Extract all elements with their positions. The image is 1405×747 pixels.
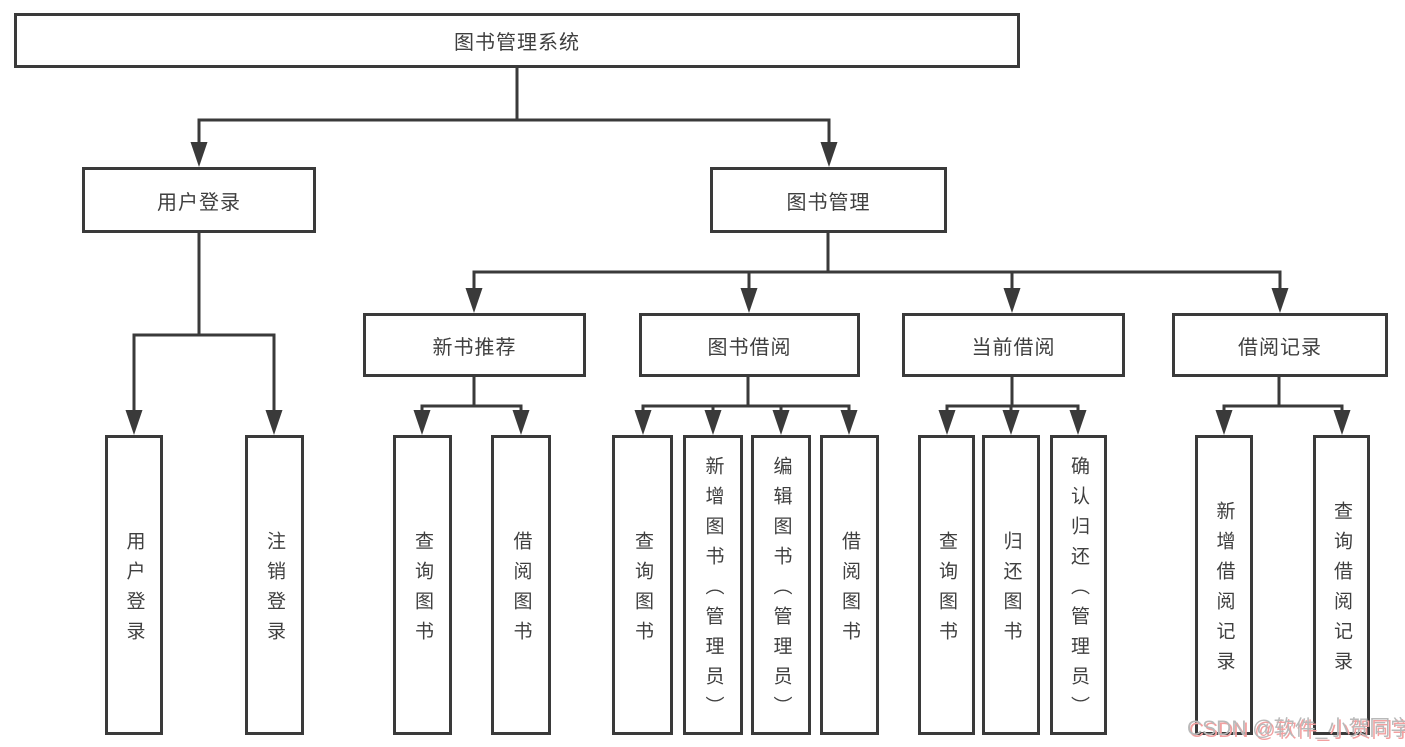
connector-root-to-level2 (190, 66, 838, 167)
node-library-management-system: 图书管理系统 (14, 13, 1020, 68)
leaf-current-query-book-label: 查询图书 (936, 530, 957, 651)
leaf-borrow-edit-book-admin-label: 编辑图书（管理员） (770, 455, 792, 726)
connector-current-borrow-group (938, 375, 1087, 435)
leaf-recommend-query-book: 查询图书 (393, 435, 452, 735)
leaf-records-add-record-label: 新增借阅记录 (1213, 500, 1235, 681)
connector-book-borrow-group (634, 375, 858, 435)
node-borrow-records: 借阅记录 (1172, 313, 1388, 377)
node-book-management: 图书管理 (710, 167, 947, 233)
leaf-user-login: 用户登录 (105, 435, 163, 735)
leaf-recommend-query-book-label: 查询图书 (412, 530, 433, 651)
node-user-login: 用户登录 (82, 167, 316, 233)
leaf-borrow-add-book-admin: 新增图书（管理员） (683, 435, 743, 735)
leaf-borrow-edit-book-admin: 编辑图书（管理员） (751, 435, 811, 735)
connector-new-book-group (413, 375, 530, 435)
leaf-borrow-borrow-book: 借阅图书 (820, 435, 879, 735)
leaf-current-confirm-return-admin-label: 确认归还（管理员） (1068, 455, 1089, 726)
leaf-current-query-book: 查询图书 (918, 435, 975, 735)
leaf-logout-label: 注销登录 (264, 530, 285, 651)
leaf-user-login-label: 用户登录 (123, 530, 145, 651)
node-new-book-recommend: 新书推荐 (363, 313, 586, 377)
leaf-records-query-record: 查询借阅记录 (1313, 435, 1370, 735)
connector-user-login-group (125, 231, 283, 435)
leaf-records-query-record-label: 查询借阅记录 (1331, 500, 1352, 681)
connector-book-management-group (465, 231, 1289, 313)
connector-borrow-records-group (1215, 375, 1351, 435)
leaf-current-confirm-return-admin: 确认归还（管理员） (1050, 435, 1107, 735)
leaf-logout: 注销登录 (245, 435, 304, 735)
leaf-recommend-borrow-book-label: 借阅图书 (510, 530, 532, 651)
leaf-current-return-book: 归还图书 (982, 435, 1040, 735)
leaf-records-add-record: 新增借阅记录 (1195, 435, 1253, 735)
leaf-recommend-borrow-book: 借阅图书 (491, 435, 551, 735)
leaf-borrow-query-book: 查询图书 (612, 435, 673, 735)
leaf-borrow-add-book-admin-label: 新增图书（管理员） (702, 455, 724, 726)
node-current-borrow: 当前借阅 (902, 313, 1125, 377)
node-book-borrow: 图书借阅 (639, 313, 860, 377)
leaf-borrow-query-book-label: 查询图书 (632, 530, 653, 651)
csdn-watermark: CSDN @软件_小贺同学 (1187, 717, 1405, 740)
leaf-current-return-book-label: 归还图书 (1000, 530, 1022, 651)
leaf-borrow-borrow-book-label: 借阅图书 (839, 530, 860, 651)
